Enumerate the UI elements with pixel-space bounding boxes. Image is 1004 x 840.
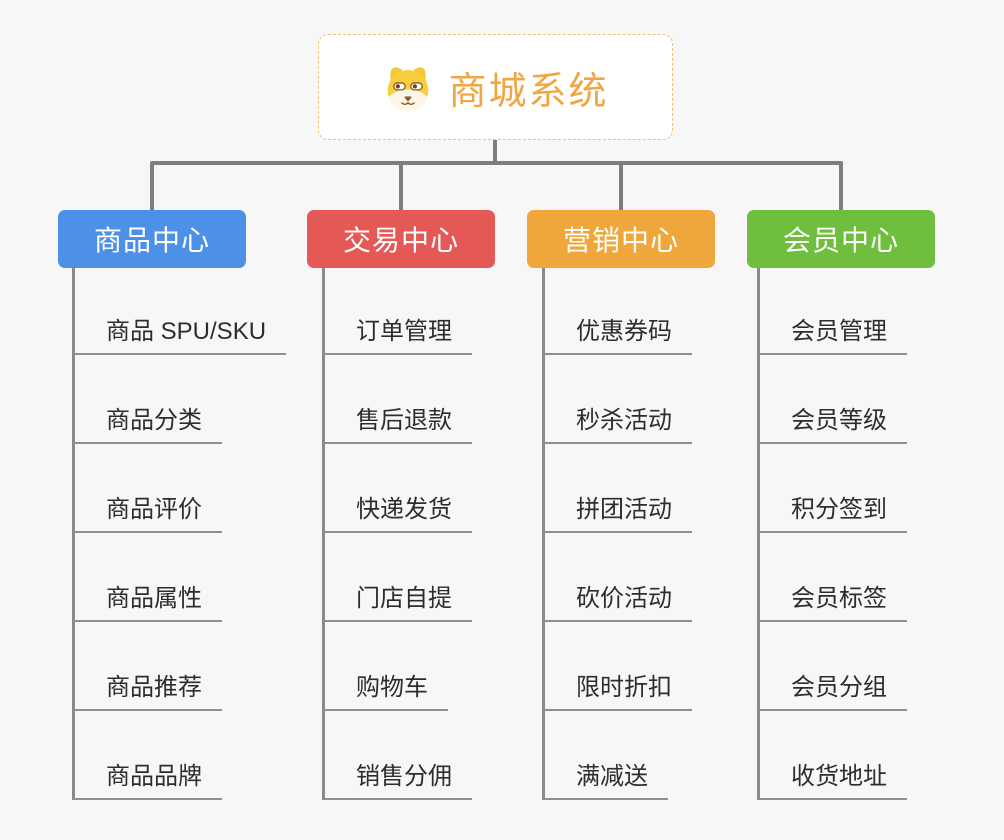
connector-trunk bbox=[322, 268, 325, 800]
connector-drop bbox=[619, 163, 623, 211]
branch-trade-center[interactable]: 交易中心 bbox=[307, 210, 495, 268]
root-title: 商城系统 bbox=[448, 70, 609, 113]
leaf-node[interactable]: 优惠券码 bbox=[542, 317, 692, 355]
leaf-node[interactable]: 会员管理 bbox=[757, 317, 907, 355]
connector-trunk bbox=[72, 268, 75, 800]
branch-marketing-center[interactable]: 营销中心 bbox=[527, 210, 715, 268]
leaf-node[interactable]: 满减送 bbox=[542, 762, 668, 800]
leaf-node[interactable]: 商品评价 bbox=[72, 495, 222, 533]
connector-drop bbox=[150, 163, 154, 211]
leaf-node[interactable]: 会员等级 bbox=[757, 406, 907, 444]
leaf-node[interactable]: 门店自提 bbox=[322, 584, 472, 622]
connector-bus-line bbox=[150, 161, 843, 165]
root-node[interactable]: 商城系统 bbox=[318, 34, 673, 140]
connector-trunk bbox=[542, 268, 545, 800]
connector-trunk bbox=[757, 268, 760, 800]
leaf-node[interactable]: 积分签到 bbox=[757, 495, 907, 533]
leaf-node[interactable]: 快递发货 bbox=[322, 495, 472, 533]
connector-drop bbox=[399, 163, 403, 211]
leaf-node[interactable]: 商品推荐 bbox=[72, 673, 222, 711]
leaf-node[interactable]: 拼团活动 bbox=[542, 495, 692, 533]
leaf-node[interactable]: 购物车 bbox=[322, 673, 448, 711]
branch-member-center[interactable]: 会员中心 bbox=[747, 210, 935, 268]
leaf-node[interactable]: 砍价活动 bbox=[542, 584, 692, 622]
leaf-node[interactable]: 商品品牌 bbox=[72, 762, 222, 800]
leaf-node[interactable]: 售后退款 bbox=[322, 406, 472, 444]
leaf-node[interactable]: 销售分佣 bbox=[322, 762, 472, 800]
shiba-dog-icon bbox=[388, 67, 429, 111]
leaf-node[interactable]: 秒杀活动 bbox=[542, 406, 692, 444]
leaf-node[interactable]: 会员分组 bbox=[757, 673, 907, 711]
branch-product-center[interactable]: 商品中心 bbox=[58, 210, 246, 268]
leaf-node[interactable]: 订单管理 bbox=[322, 317, 472, 355]
leaf-node[interactable]: 商品属性 bbox=[72, 584, 222, 622]
leaf-node[interactable]: 收货地址 bbox=[757, 762, 907, 800]
connector-root-stem bbox=[493, 139, 497, 163]
leaf-node[interactable]: 限时折扣 bbox=[542, 673, 692, 711]
leaf-node[interactable]: 商品 SPU/SKU bbox=[72, 317, 287, 355]
leaf-node[interactable]: 会员标签 bbox=[757, 584, 907, 622]
leaf-node[interactable]: 商品分类 bbox=[72, 406, 222, 444]
connector-drop bbox=[839, 163, 843, 211]
